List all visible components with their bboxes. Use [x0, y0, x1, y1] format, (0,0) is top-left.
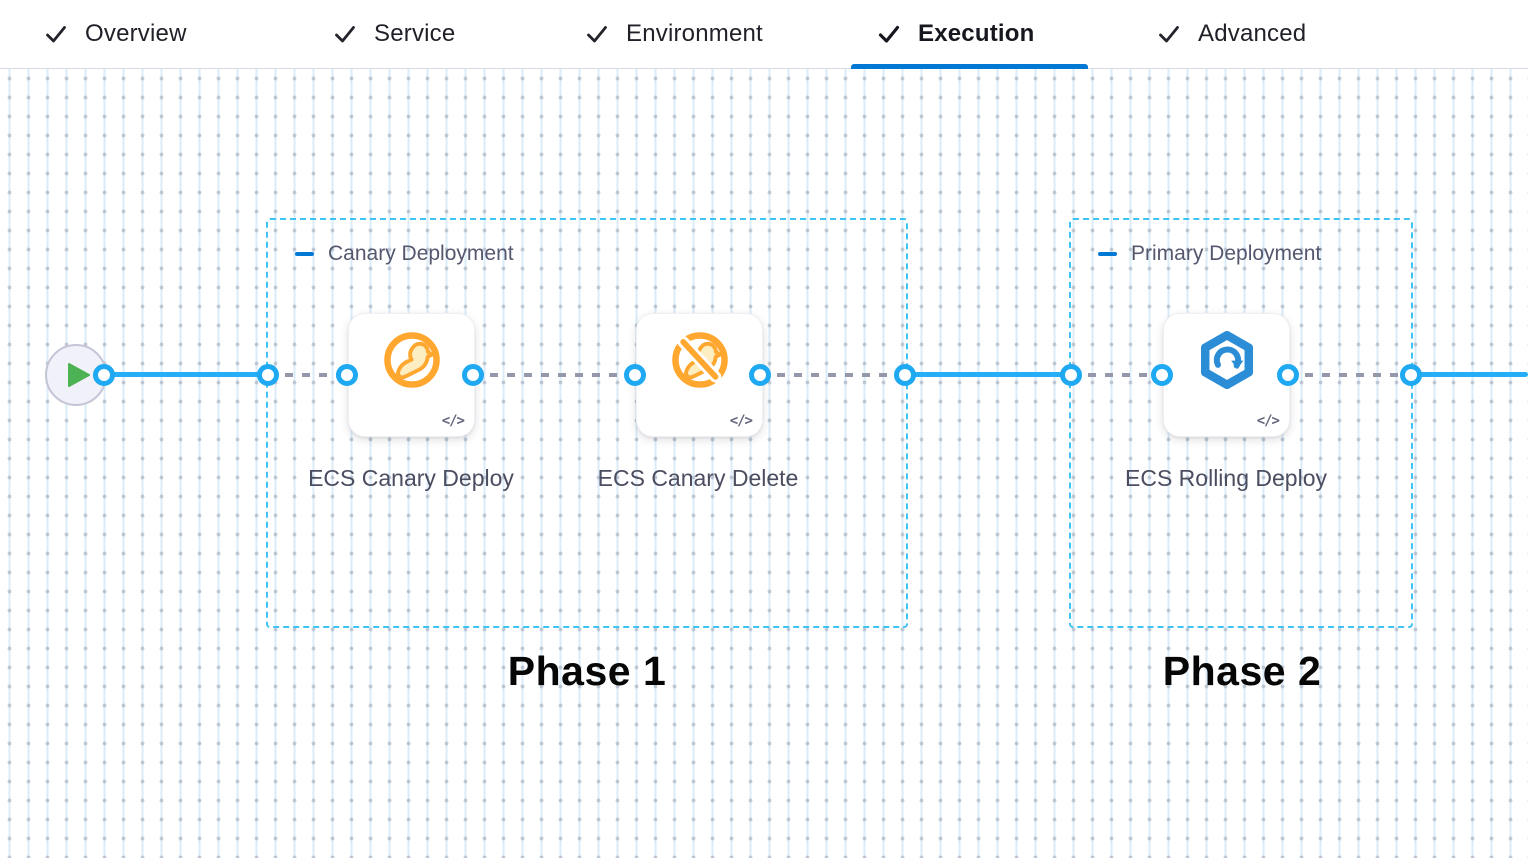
connector-line-dashed: [473, 373, 635, 377]
stage-group-primary-deployment: Primary Deployment: [1069, 218, 1413, 628]
connector-line-dashed: [1071, 373, 1162, 377]
connector-line-dashed: [1288, 373, 1411, 377]
port-group2-out[interactable]: [1400, 364, 1422, 386]
code-icon[interactable]: </>: [729, 413, 753, 429]
phase-2-label: Phase 2: [1162, 648, 1322, 694]
step-label-ecs-canary-delete: ECS Canary Delete: [597, 465, 799, 491]
play-icon: [67, 363, 90, 387]
port-start-out[interactable]: [93, 364, 115, 386]
group-collapse-toggle[interactable]: Primary Deployment: [1098, 242, 1321, 266]
step-node-ecs-canary-delete[interactable]: </>: [636, 313, 763, 437]
check-icon: [335, 26, 355, 43]
group-title: Canary Deployment: [328, 242, 514, 265]
tab-label: Service: [374, 20, 456, 47]
stage-group-canary-deployment: Canary Deployment: [266, 218, 908, 628]
connector-line-dashed: [268, 373, 347, 377]
check-icon: [46, 26, 66, 43]
step-label-ecs-canary-deploy: ECS Canary Deploy: [308, 465, 514, 491]
connector-line-dashed: [760, 373, 905, 377]
step-node-ecs-canary-deploy[interactable]: </>: [348, 313, 475, 437]
canary-delete-icon: [671, 332, 728, 388]
port-step3-out[interactable]: [1277, 364, 1299, 386]
port-step2-out[interactable]: [749, 364, 771, 386]
group-collapse-toggle[interactable]: Canary Deployment: [295, 242, 514, 266]
stage-config-tabbar: Overview Service Environment Execution A…: [0, 0, 1528, 69]
tab-label: Overview: [85, 20, 187, 47]
tab-service[interactable]: Service: [333, 0, 455, 68]
port-group1-out[interactable]: [894, 364, 916, 386]
tab-environment[interactable]: Environment: [585, 0, 763, 68]
connector-line: [905, 372, 1071, 377]
tab-label: Execution: [918, 20, 1035, 47]
tab-overview[interactable]: Overview: [44, 0, 187, 68]
tab-label: Environment: [626, 20, 763, 47]
active-tab-underline: [851, 64, 1088, 69]
tab-label: Advanced: [1198, 20, 1307, 47]
group-title: Primary Deployment: [1131, 242, 1322, 265]
pipeline-canvas[interactable]: Canary Deployment Primary Deployment </>: [0, 69, 1528, 858]
ecs-rolling-icon: [1200, 331, 1253, 389]
port-step2-in[interactable]: [624, 364, 646, 386]
phase-1-label: Phase 1: [507, 648, 667, 694]
check-icon: [587, 26, 607, 43]
connector-line: [1411, 372, 1528, 377]
step-label-ecs-rolling-deploy: ECS Rolling Deploy: [1125, 465, 1327, 491]
check-icon: [1159, 26, 1179, 43]
port-step1-out[interactable]: [462, 364, 484, 386]
canary-deploy-icon: [383, 332, 440, 388]
collapse-dash-icon: [1098, 252, 1117, 256]
port-group2-in[interactable]: [1060, 364, 1082, 386]
check-icon: [878, 25, 900, 43]
port-group1-in[interactable]: [257, 364, 279, 386]
code-icon[interactable]: </>: [1256, 413, 1280, 429]
port-step1-in[interactable]: [336, 364, 358, 386]
connector-line: [104, 372, 268, 377]
tab-execution[interactable]: Execution: [877, 0, 1035, 68]
code-icon[interactable]: </>: [441, 413, 465, 429]
step-node-ecs-rolling-deploy[interactable]: </>: [1163, 313, 1290, 437]
tab-advanced[interactable]: Advanced: [1157, 0, 1306, 68]
port-step3-in[interactable]: [1151, 364, 1173, 386]
collapse-dash-icon: [295, 252, 314, 256]
